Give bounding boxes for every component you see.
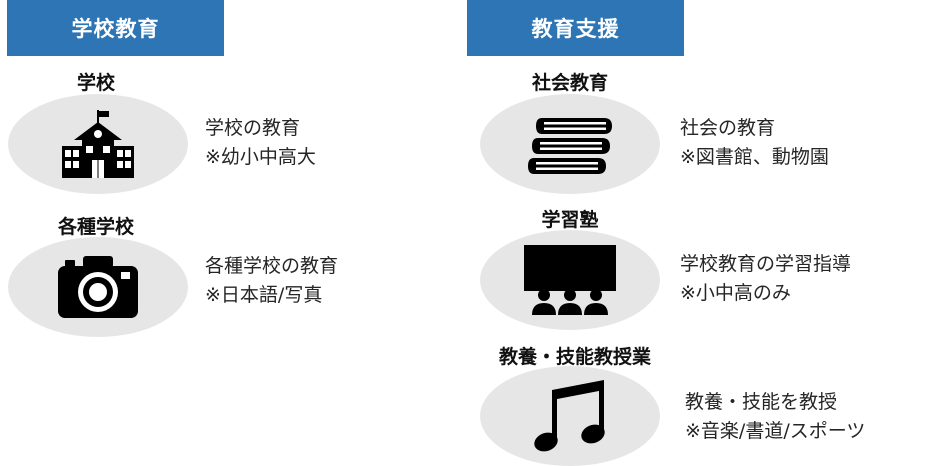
desc-culture-skills: 教養・技能を教授 ※音楽/書道/スポーツ xyxy=(685,388,865,446)
desc-cram-school-line1: 学校教育の学習指導 xyxy=(680,253,852,275)
ellipse-cram-school xyxy=(480,230,660,330)
title-cram-school: 学習塾 xyxy=(541,209,599,231)
desc-various-schools: 各種学校の教育 ※日本語/写真 xyxy=(205,252,338,310)
school-building-icon xyxy=(62,110,134,178)
ellipse-various-schools xyxy=(8,237,188,337)
desc-school: 学校の教育 ※幼小中高大 xyxy=(205,114,316,172)
desc-culture-skills-line2: ※音楽/書道/スポーツ xyxy=(685,420,866,442)
desc-cram-school-line2: ※小中高のみ xyxy=(680,282,791,304)
title-social-education: 社会教育 xyxy=(531,72,608,94)
ellipse-culture-skills xyxy=(480,366,660,466)
desc-school-line1: 学校の教育 xyxy=(205,117,301,139)
ellipse-school xyxy=(8,94,188,194)
desc-various-schools-line1: 各種学校の教育 xyxy=(205,255,339,277)
header-education-support: 教育支援 xyxy=(467,0,684,56)
camera-icon xyxy=(58,256,138,318)
classroom-screen-icon xyxy=(524,245,616,315)
title-culture-skills: 教養・技能教授業 xyxy=(498,346,651,368)
books-icon xyxy=(528,118,612,174)
desc-culture-skills-line1: 教養・技能を教授 xyxy=(685,391,838,413)
desc-cram-school: 学校教育の学習指導 ※小中高のみ xyxy=(680,250,851,308)
ellipse-social-education xyxy=(480,94,660,194)
desc-social-education-line2: ※図書館、動物園 xyxy=(680,146,829,168)
desc-various-schools-line2: ※日本語/写真 xyxy=(205,284,323,306)
music-note-icon xyxy=(534,380,605,452)
desc-social-education-line1: 社会の教育 xyxy=(680,117,776,139)
header-school-education: 学校教育 xyxy=(7,0,224,56)
desc-social-education: 社会の教育 ※図書館、動物園 xyxy=(680,114,829,172)
desc-school-line2: ※幼小中高大 xyxy=(205,146,316,168)
title-various-schools: 各種学校 xyxy=(57,216,134,238)
title-school: 学校 xyxy=(76,72,115,94)
